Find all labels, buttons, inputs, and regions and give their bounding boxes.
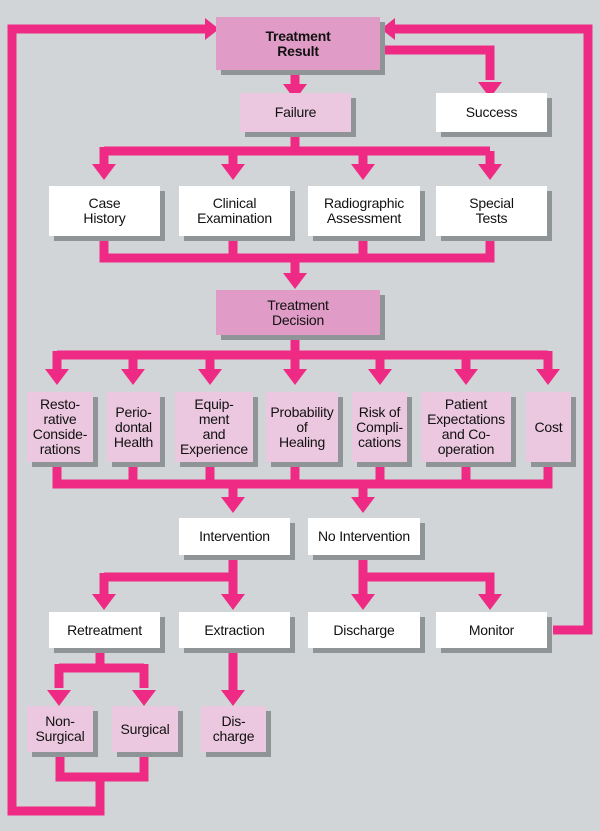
node-periodontal-health: Perio- dontal Health bbox=[107, 392, 160, 462]
edge-factors-interventions bbox=[52, 462, 553, 498]
node-monitor: Monitor bbox=[436, 612, 547, 648]
edge-result-success bbox=[380, 45, 495, 80]
edge-intervention-branches bbox=[99, 555, 238, 594]
node-dis-charge: Dis- charge bbox=[201, 706, 266, 752]
arrowhead bbox=[381, 18, 395, 40]
arrowhead bbox=[221, 164, 245, 180]
node-probability-of-healing: Probability of Healing bbox=[266, 392, 338, 462]
node-surgical: Surgical bbox=[112, 706, 178, 752]
node-discharge: Discharge bbox=[308, 612, 420, 648]
edge-loop-left bbox=[7, 24, 205, 816]
node-failure: Failure bbox=[240, 93, 351, 132]
node-equipment-experience: Equip- ment and Experience bbox=[175, 392, 253, 462]
arrowhead bbox=[132, 690, 156, 706]
edge-nointervention-branches bbox=[358, 555, 495, 594]
arrowhead bbox=[221, 690, 245, 706]
arrowhead bbox=[478, 164, 502, 180]
arrowhead bbox=[221, 497, 245, 513]
arrowhead bbox=[351, 594, 375, 610]
node-restorative-considerations: Resto- rative Conside- rations bbox=[27, 392, 93, 462]
node-retreatment: Retreatment bbox=[49, 612, 160, 648]
arrowhead bbox=[536, 369, 560, 385]
node-treatment-result: Treatment Result bbox=[216, 17, 380, 70]
arrowhead bbox=[47, 690, 71, 706]
node-cost: Cost bbox=[526, 392, 571, 462]
node-treatment-decision: Treatment Decision bbox=[216, 290, 380, 335]
arrowhead bbox=[351, 164, 375, 180]
arrowhead bbox=[283, 369, 307, 385]
node-special-tests: Special Tests bbox=[436, 186, 547, 236]
node-no-intervention: No Intervention bbox=[308, 518, 420, 555]
arrowhead bbox=[351, 497, 375, 513]
edge-failure-assessments bbox=[99, 132, 495, 165]
node-clinical-examination: Clinical Examination bbox=[179, 186, 290, 236]
arrowhead bbox=[205, 18, 219, 40]
node-patient-expectations: Patient Expectations and Co- operation bbox=[421, 392, 511, 462]
edge-assessments-decision bbox=[99, 236, 495, 275]
edge-loop-right bbox=[395, 24, 593, 635]
arrowhead bbox=[454, 369, 478, 385]
arrowhead bbox=[221, 594, 245, 610]
node-non-surgical: Non- Surgical bbox=[27, 706, 93, 752]
arrowhead bbox=[283, 273, 307, 289]
node-case-history: Case History bbox=[49, 186, 160, 236]
node-success: Success bbox=[436, 93, 547, 132]
arrowhead bbox=[283, 84, 307, 100]
arrowhead bbox=[121, 369, 145, 385]
arrowhead bbox=[368, 369, 392, 385]
arrowhead bbox=[45, 369, 69, 385]
node-radiographic-assessment: Radiographic Assessment bbox=[308, 186, 420, 236]
edge-retreatment-branches bbox=[54, 648, 149, 688]
arrowhead bbox=[478, 594, 502, 610]
arrowhead bbox=[198, 369, 222, 385]
arrowhead bbox=[92, 594, 116, 610]
node-risk-of-complications: Risk of Compli- cations bbox=[352, 392, 407, 462]
edge-decision-factors bbox=[52, 335, 553, 370]
node-extraction: Extraction bbox=[179, 612, 290, 648]
arrowhead bbox=[92, 164, 116, 180]
node-intervention: Intervention bbox=[179, 518, 290, 555]
arrowhead bbox=[478, 82, 502, 98]
